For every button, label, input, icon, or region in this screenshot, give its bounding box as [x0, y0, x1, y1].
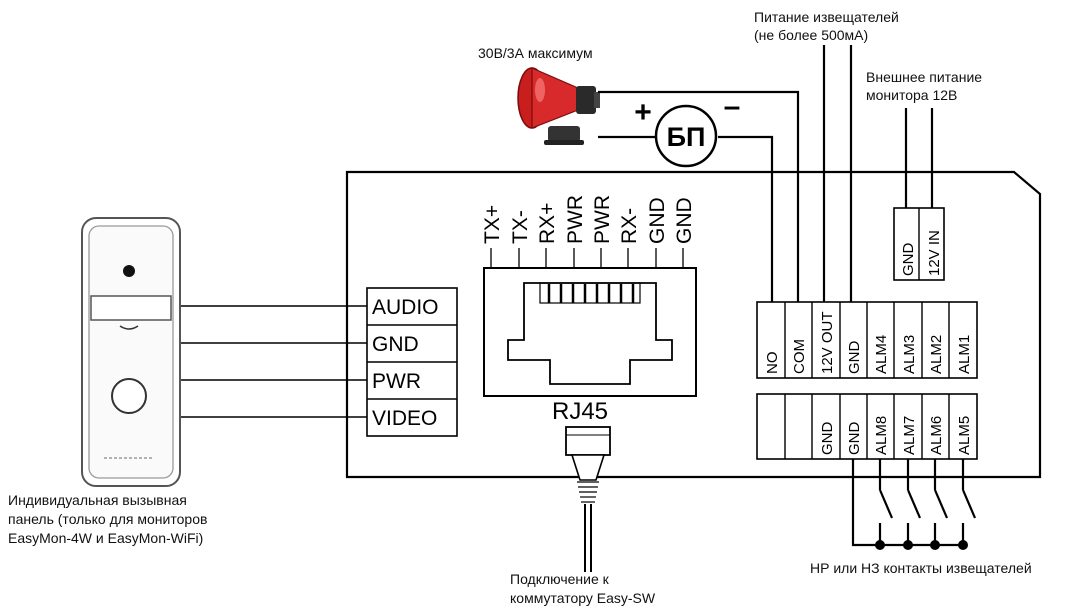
siren-max-label: 30В/3А максимум: [478, 45, 593, 61]
contacts-label: НР или НЗ контакты извещателей: [810, 560, 1032, 576]
panel-terminal-video: VIDEO: [372, 407, 437, 430]
rj45-port-icon: [483, 248, 697, 397]
panel-label-line3: EasyMon-4W и EasyMon-WiFi): [8, 530, 203, 546]
power-terminal: [893, 207, 945, 281]
monitor-power-label-line1: Внешнее питание: [866, 69, 982, 85]
psu-icon: БП: [654, 104, 718, 168]
terminal-alm4: ALM4: [873, 335, 890, 374]
rj45-pin-7: GND: [646, 197, 669, 244]
terminal-alm3: ALM3: [901, 335, 918, 374]
terminal-alm1: ALM1: [956, 335, 973, 374]
relay-block-bottom: [756, 393, 978, 460]
panel-wires: [175, 305, 367, 418]
power-terminal-12v-in: 12V IN: [926, 230, 943, 276]
terminal-com: COM: [791, 339, 808, 374]
panel-terminal-pwr: PWR: [372, 370, 421, 393]
relay-block-top: [756, 301, 978, 379]
monitor-power-label-line2: монитора 12В: [866, 87, 957, 103]
terminal-alm2: ALM2: [928, 335, 945, 374]
panel-terminal-gnd: GND: [372, 333, 419, 356]
terminal-alm8: ALM8: [873, 416, 890, 455]
terminal-alm5: ALM5: [956, 416, 973, 455]
detector-contacts: [851, 459, 977, 550]
rj45-plug-icon: [565, 426, 611, 572]
panel-terminal-audio: AUDIO: [372, 296, 439, 319]
terminal-no: NO: [764, 352, 781, 375]
panel-terminal-block: [366, 287, 458, 437]
terminal-12v-out: 12V OUT: [819, 311, 836, 374]
plus-sign: +: [634, 96, 652, 129]
terminal-gnd-bottom-2: GND: [846, 422, 863, 456]
terminal-gnd-bottom-1: GND: [819, 422, 836, 456]
power-terminal-gnd: GND: [900, 243, 917, 277]
siren-wire-top: [598, 90, 800, 302]
rj45-pin-3: RX+: [536, 203, 559, 244]
switch-label-line2: коммутатору Easy-SW: [510, 590, 656, 606]
rj45-pin-5: PWR: [591, 195, 614, 244]
rj45-pin-6: RX-: [618, 208, 641, 244]
rj45-pin-4: PWR: [564, 195, 587, 244]
siren-icon: [517, 67, 600, 145]
terminal-gnd-top: GND: [846, 341, 863, 375]
terminal-alm6: ALM6: [928, 416, 945, 455]
switch-label-line1: Подключение к: [510, 571, 610, 587]
panel-label-line1: Индивидуальная вызывная: [8, 492, 187, 508]
terminal-alm7: ALM7: [901, 416, 918, 455]
rj45-label: RJ45: [552, 398, 608, 425]
detector-power-label-line1: Питание извещателей: [754, 9, 899, 25]
detector-power-label-line2: (не более 500мА): [754, 27, 868, 43]
minus-sign: –: [724, 90, 741, 123]
psu-label: БП: [667, 122, 706, 152]
rj45-pin-8: GND: [673, 197, 696, 244]
psu-wire-to-no: [718, 135, 774, 302]
panel-label-line2: панель (только для мониторов: [8, 511, 207, 527]
rj45-pin-1: TX+: [481, 205, 504, 244]
rj45-pin-2: TX-: [509, 210, 532, 244]
call-panel-icon: [81, 217, 181, 487]
monitor-body: [345, 170, 1042, 479]
